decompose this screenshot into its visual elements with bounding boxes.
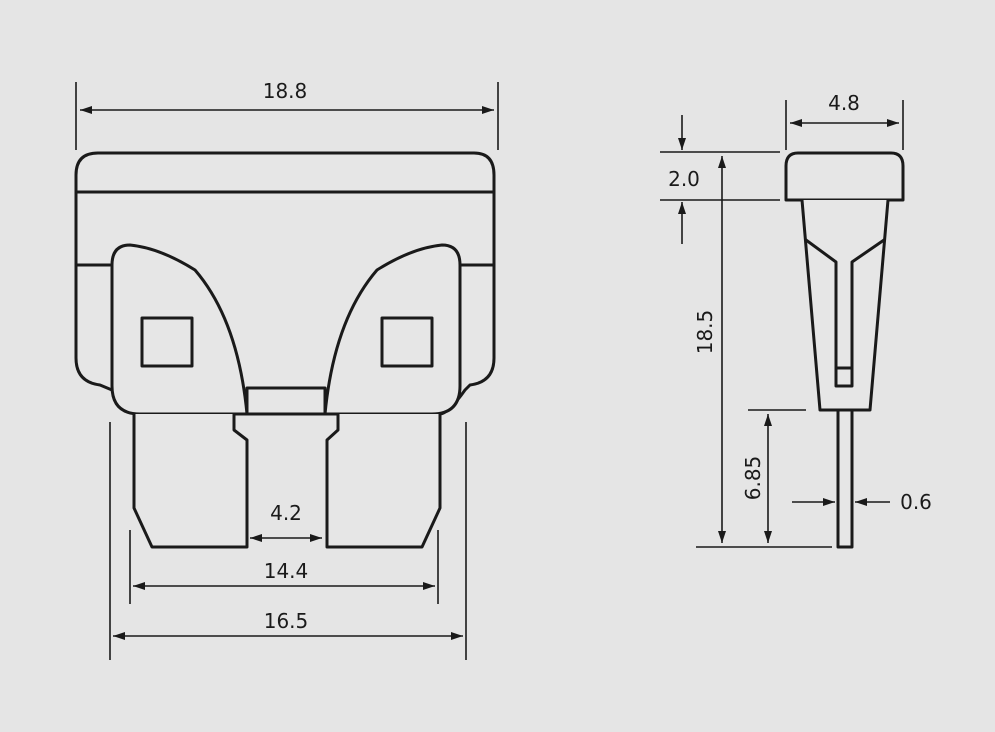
dim-label-gap: 4.2	[270, 501, 302, 525]
side-cap	[784, 151, 905, 202]
right-terminal	[325, 412, 442, 549]
dim-label-terminal-length: 6.85	[741, 456, 765, 501]
right-test-window	[380, 316, 434, 368]
dim-label-terminal-outer: 16.5	[264, 609, 309, 633]
side-body	[800, 198, 890, 412]
side-blade	[836, 408, 854, 549]
side-inner-spine	[804, 238, 886, 388]
left-terminal	[132, 412, 249, 549]
side-view: 4.8 2.0 18.5 6.85 0.6	[660, 91, 932, 549]
right-wing	[323, 243, 462, 416]
dim-label-terminal-thickness: 0.6	[900, 490, 932, 514]
center-bridge	[245, 386, 327, 416]
dim-label-total-height: 18.5	[693, 310, 717, 355]
left-wing	[110, 243, 249, 416]
front-view: 18.8 4.2 14.4 16.5	[74, 79, 499, 660]
dim-label-cap-width: 4.8	[828, 91, 860, 115]
dim-label-cap-height: 2.0	[668, 167, 700, 191]
dim-label-terminal-inner: 14.4	[264, 559, 309, 583]
dim-label-overall-width: 18.8	[263, 79, 308, 103]
left-test-window	[140, 316, 194, 368]
